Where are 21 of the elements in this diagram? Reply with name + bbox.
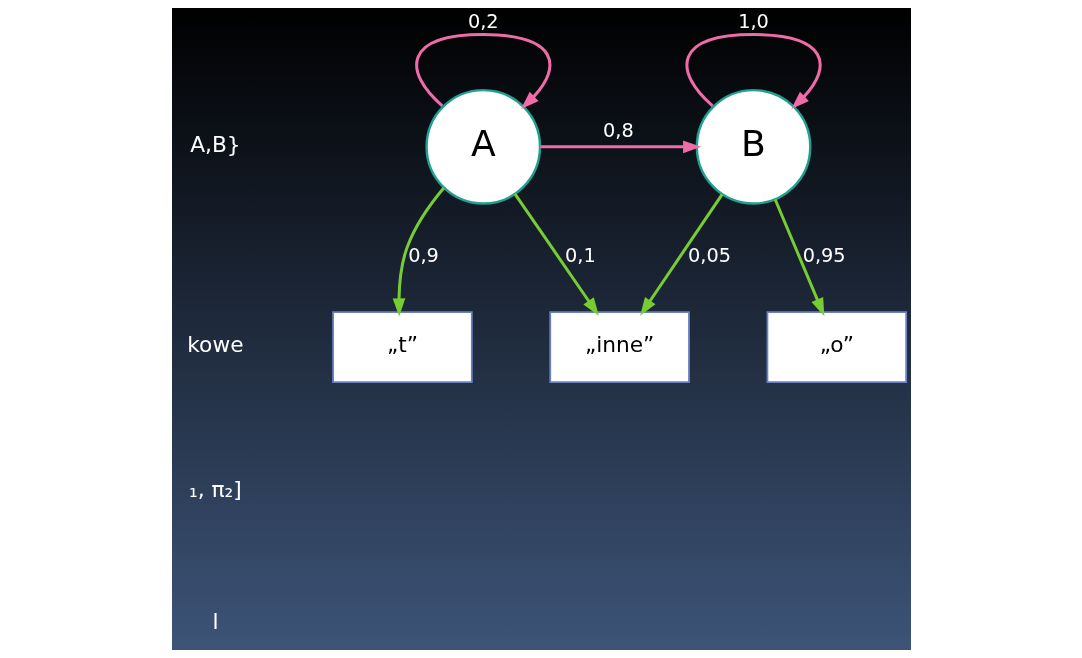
arrow — [773, 198, 824, 317]
label: ₁, π₂] — [188, 477, 242, 503]
edge-label: 0,8 — [602, 118, 634, 142]
edge-label: 1,0 — [737, 10, 769, 34]
label: kowe — [186, 332, 244, 358]
label: l — [211, 608, 218, 634]
label: A,B} — [189, 132, 241, 158]
arrow — [639, 193, 723, 316]
edge-label: 0,2 — [467, 10, 499, 34]
edge-label: 0,9 — [407, 244, 439, 268]
edge-label: 0,1 — [564, 244, 596, 268]
node-box: „t” — [331, 311, 473, 383]
arrow — [685, 33, 822, 109]
edge-label: 0,05 — [687, 244, 731, 268]
arrow — [539, 140, 701, 154]
arrow — [414, 33, 551, 109]
edge-label: 0,95 — [802, 244, 846, 268]
node-box: „o” — [766, 311, 907, 383]
arrow — [513, 193, 599, 316]
arrow — [392, 186, 445, 317]
node-box: „inne” — [548, 311, 690, 383]
